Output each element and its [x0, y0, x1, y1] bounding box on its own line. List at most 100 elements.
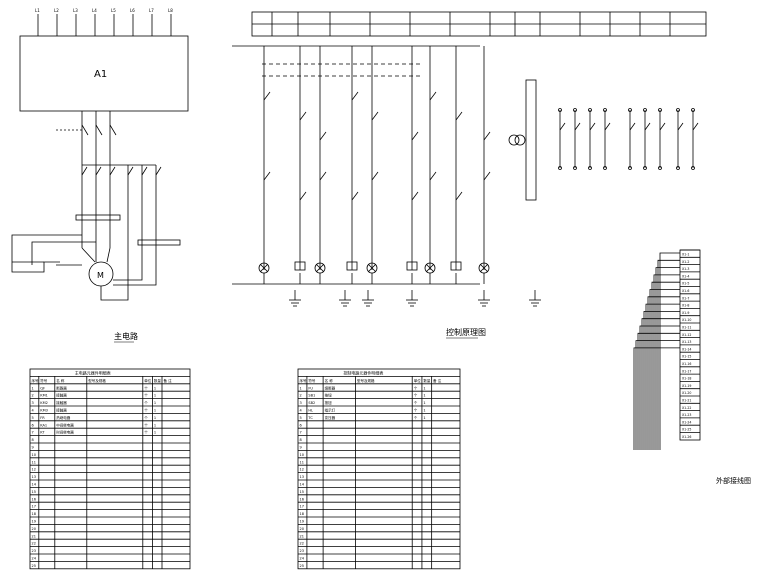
table-cell: 15 — [300, 490, 304, 494]
table-cell: 个 — [144, 415, 148, 420]
table-cell: 接触器 — [56, 393, 67, 398]
table-cell: 热继电器 — [56, 415, 70, 420]
table-cell: 时间继电器 — [56, 430, 74, 435]
table-cell: 1 — [300, 386, 302, 390]
table-cell: 个 — [414, 408, 418, 413]
terminal-cell-label: X1-23 — [682, 413, 691, 417]
terminal-label: L7 — [149, 8, 154, 13]
table-cell: 个 — [144, 385, 148, 390]
terminal-cell-label: X1-4 — [682, 274, 689, 278]
table-cell: 1 — [154, 431, 156, 435]
terminal-cell-label: X1-10 — [682, 318, 691, 322]
table-header: 序号 — [32, 378, 39, 383]
table-cell: 1 — [154, 401, 156, 405]
table-cell: SB1 — [308, 394, 315, 398]
table-cell: SB2 — [308, 401, 315, 405]
terminal-cell-label: X1-16 — [682, 362, 691, 366]
terminal-label: L5 — [111, 8, 116, 13]
main-circuit-title: 主电路 — [114, 331, 138, 341]
table-cell: 11 — [32, 460, 36, 464]
table-cell: 14 — [32, 483, 37, 487]
table-cell: 8 — [32, 438, 34, 442]
table-cell: 16 — [300, 497, 304, 501]
terminal-cell-label: X1-15 — [682, 355, 691, 359]
table-cell: 个 — [414, 385, 418, 390]
a1-block — [19, 35, 189, 112]
terminal-strip: X1-1X1-2X1-3X1-4X1-5X1-6X1-7X1-8X1-9X1-1… — [633, 249, 701, 450]
terminal-cell-label: X1-18 — [682, 377, 691, 381]
table-cell: 个 — [144, 430, 148, 435]
table-cell: 4 — [300, 409, 303, 413]
table-title: 主电路元器件明细表 — [75, 370, 111, 376]
table-cell: 3 — [300, 401, 302, 405]
table-header: 型号及规格 — [88, 378, 106, 383]
table-cell: 12 — [300, 468, 304, 472]
table-cell: 18 — [32, 512, 36, 516]
table-cell: 个 — [414, 415, 418, 420]
table-cell: 1 — [32, 386, 34, 390]
table-cell: 9 — [300, 446, 302, 450]
table-cell: QF — [40, 386, 45, 390]
table-cell: 1 — [154, 394, 156, 398]
table-cell: 1 — [423, 394, 425, 398]
table-header: 序号 — [300, 378, 308, 383]
terminal-label: L2 — [54, 8, 59, 13]
table-cell: 1 — [154, 423, 156, 427]
table-cell: 6 — [32, 423, 34, 427]
table-cell: 个 — [144, 393, 148, 398]
table-cell: 2 — [32, 394, 34, 398]
table-header: 名 称 — [56, 378, 65, 383]
table-cell: 个 — [414, 393, 418, 398]
table-cell: KT — [40, 431, 45, 435]
table-cell: 20 — [32, 527, 36, 531]
table-cell: 8 — [300, 438, 302, 442]
svg-text:M: M — [97, 271, 104, 280]
table-cell: 个 — [144, 408, 148, 413]
a1-label: A1 — [94, 69, 107, 80]
table-cell: 23 — [300, 549, 304, 553]
table-cell: 个 — [144, 400, 148, 405]
terminal-label: L3 — [73, 8, 78, 13]
terminal-cell-label: X1-3 — [682, 267, 689, 271]
table-cell: 25 — [300, 564, 304, 568]
table-cell: TC — [307, 416, 313, 420]
table-cell: FU — [308, 386, 313, 390]
table-cell: 1 — [154, 409, 156, 413]
terminal-wiring-title: 外部接线图 — [716, 476, 751, 485]
table-cell: 5 — [300, 416, 302, 420]
table-cell: 1 — [154, 416, 156, 420]
terminal-cell-label: X1-20 — [682, 391, 691, 395]
table-cell: 7 — [32, 431, 34, 435]
control-circuit — [232, 11, 707, 307]
terminal-cell-label: X1-17 — [682, 369, 691, 373]
terminal-cell-label: X1-12 — [682, 333, 691, 337]
table-cell: 25 — [32, 564, 36, 568]
table-cell: 按钮 — [325, 393, 333, 398]
table-cell: KM2 — [40, 401, 48, 405]
table-cell: 17 — [300, 505, 304, 509]
table-cell: 指示灯 — [325, 408, 336, 413]
table-cell: 22 — [300, 542, 304, 546]
terminal-cell-label: X1-8 — [682, 304, 689, 308]
table-cell: 21 — [32, 534, 36, 538]
table-cell: 5 — [32, 416, 34, 420]
terminal-cell-label: X1-7 — [682, 296, 689, 300]
terminal-label: L1 — [35, 8, 40, 13]
terminal-cell-label: X1-6 — [682, 289, 689, 293]
table-header: 符号 — [308, 378, 315, 383]
table-cell: KM3 — [40, 409, 48, 413]
table-cell: 1 — [423, 416, 425, 420]
table-cell: 24 — [32, 557, 37, 561]
table-title: 控制电路元器件明细表 — [343, 370, 383, 376]
table-cell: 1 — [423, 386, 425, 390]
table-cell: 14 — [300, 483, 305, 487]
table-cell: 中间继电器 — [56, 422, 74, 427]
table-cell: 19 — [300, 520, 304, 524]
terminal-label: L4 — [92, 8, 97, 13]
terminal-cell-label: X1-21 — [682, 399, 691, 403]
table-header: 单位 — [414, 378, 421, 383]
table-header: 单位 — [144, 378, 151, 383]
table-cell: 3 — [32, 401, 34, 405]
